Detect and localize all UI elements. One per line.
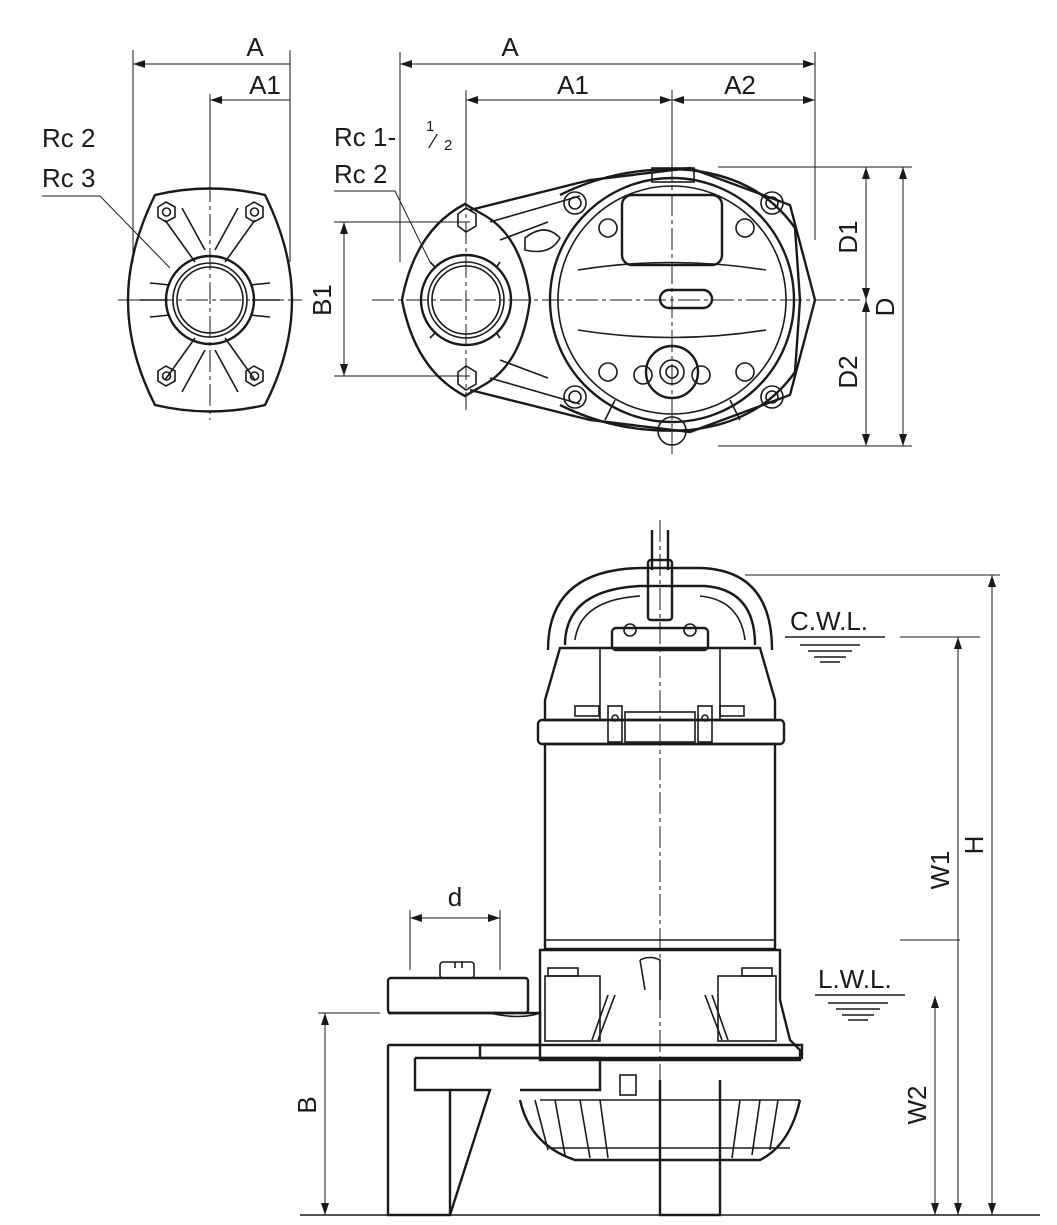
pump-top-view [334, 52, 912, 456]
lwl-label: L.W.L. [818, 964, 892, 994]
dim-W2-label: W2 [902, 1086, 932, 1125]
side-dimensions [321, 575, 996, 1215]
top-port-size-1-fraction-num: 1 [426, 118, 434, 135]
top-port-size-1-fraction-bar: ⁄ [427, 131, 438, 153]
left-port-size-1: Rc 2 [42, 123, 95, 153]
pump-side-view [300, 520, 1040, 1217]
top-dim-A1-label: A1 [557, 70, 589, 100]
top-port-size-2: Rc 2 [334, 159, 387, 189]
dim-D-label: D [870, 298, 900, 317]
dim-B1-label: B1 [307, 284, 337, 316]
top-dim-A2-label: A2 [724, 70, 756, 100]
flange-top-view [42, 50, 302, 420]
dim-D1-label: D1 [833, 220, 863, 253]
cwl-label: C.W.L. [790, 606, 868, 636]
left-dimensions [133, 60, 290, 104]
top-port-size-1-fraction-den: 2 [444, 137, 452, 154]
dim-B-label: B [292, 1096, 322, 1113]
top-dim-A-label: A [501, 32, 519, 62]
dim-H-label: H [959, 836, 989, 855]
left-dim-A1-label: A1 [249, 70, 281, 100]
top-dimensions [340, 60, 907, 446]
dim-D2-label: D2 [833, 355, 863, 388]
top-port-size-1: Rc 1- [334, 122, 396, 152]
left-dim-A-label: A [246, 32, 264, 62]
left-port-size-2: Rc 3 [42, 163, 95, 193]
dim-W1-label: W1 [925, 851, 955, 890]
dim-d-label: d [448, 882, 462, 912]
